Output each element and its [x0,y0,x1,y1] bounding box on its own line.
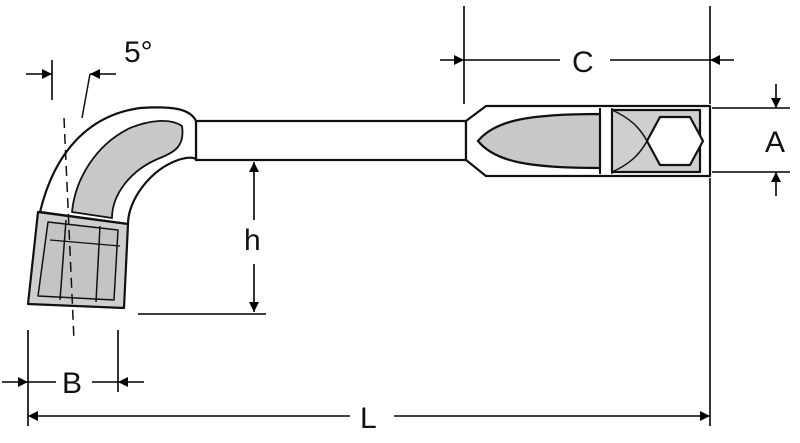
dimension-C-label: C [572,46,594,79]
angled-socket-wrench [26,104,712,310]
dimension-lines [2,6,790,426]
dimension-L-label: L [360,402,377,435]
right-socket-head [464,104,712,178]
angle-label: 5° [124,36,153,69]
left-socket-head [26,210,130,310]
dimension-h-label: h [244,224,261,257]
wrench-shaft [194,119,468,162]
dimension-A-label: A [765,126,785,159]
angle-reference-line [81,73,91,119]
dimension-B-label: B [62,367,82,400]
hex-socket-opening [645,115,705,167]
socket-axis-centerline [63,117,75,341]
